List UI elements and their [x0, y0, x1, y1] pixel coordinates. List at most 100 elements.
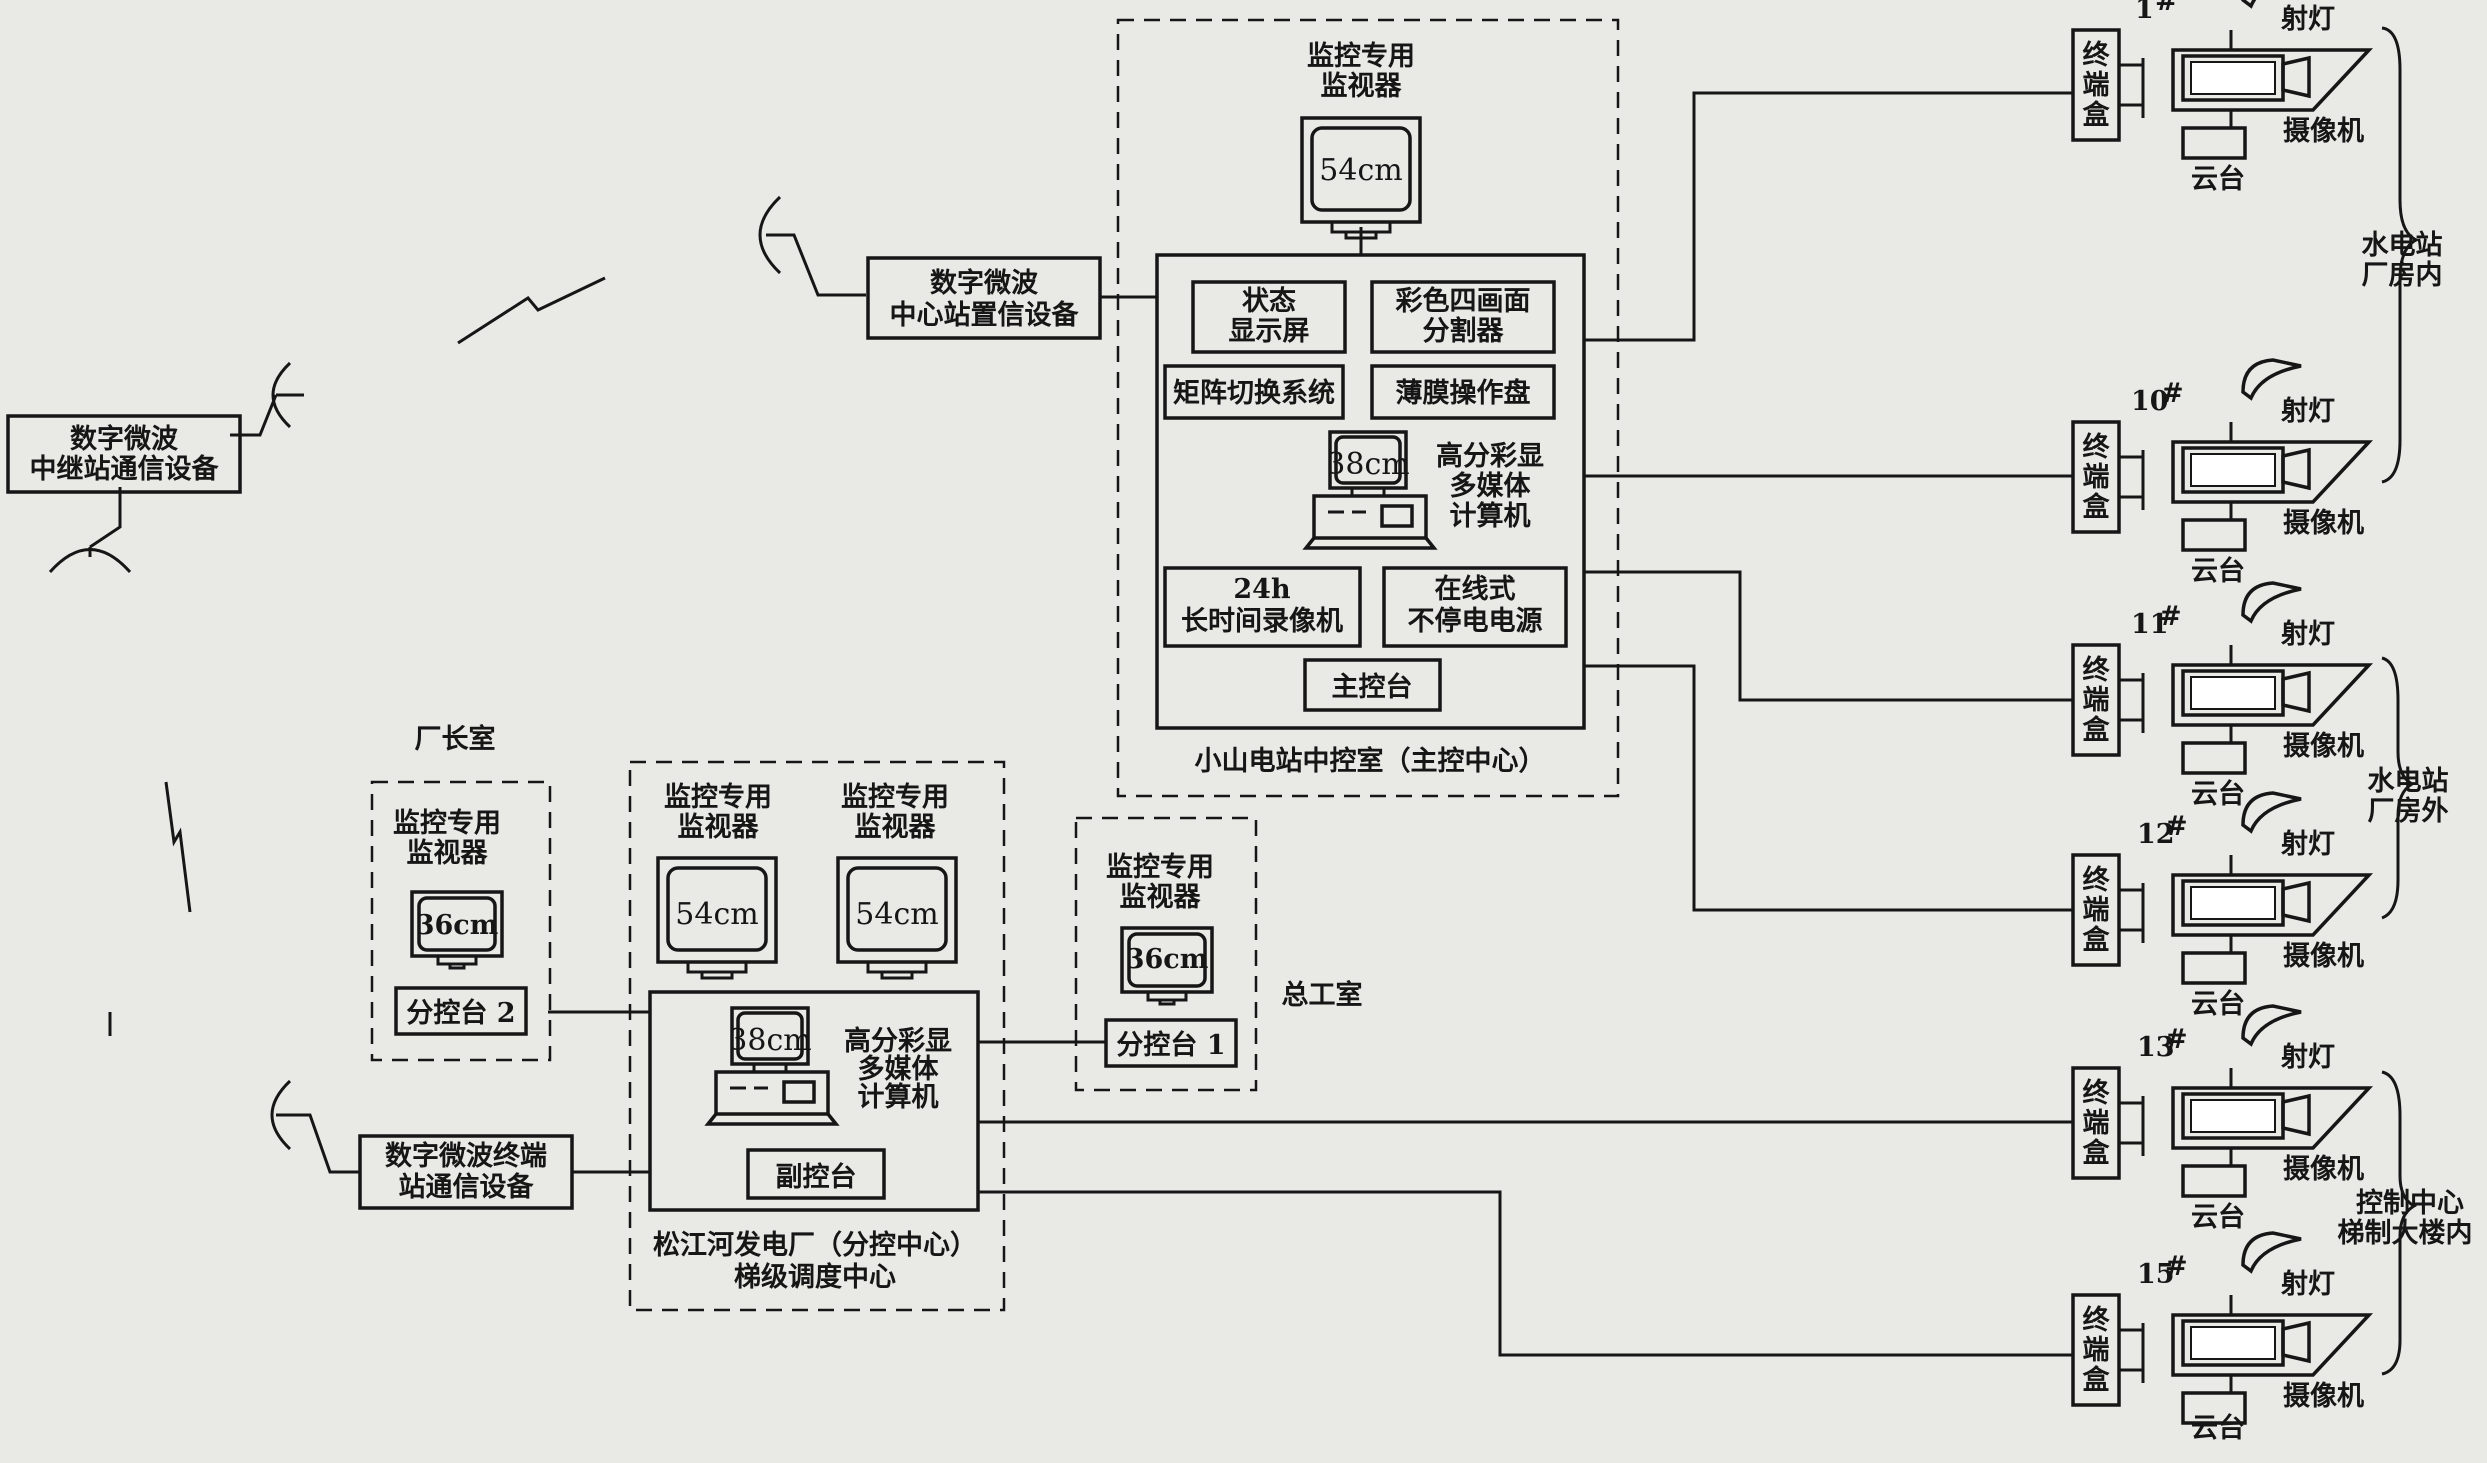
chief-monitor-title-1: 监控专用: [1106, 852, 1214, 883]
quad-splitter-2: 分割器: [1423, 315, 1505, 347]
main-console: 主控台: [1332, 671, 1413, 703]
ups-1: 在线式: [1435, 574, 1516, 605]
status-display-2: 显示屏: [1229, 316, 1310, 347]
terminal-box-12a: 终: [2083, 864, 2111, 896]
chief-monitor-title-2: 监视器: [1120, 882, 1202, 913]
wireless-link-left: [164, 781, 192, 913]
relay-station-1: 数字微波: [70, 423, 179, 455]
main-monitor-title-2: 监视器: [1321, 71, 1403, 102]
spotlight-12: 射灯: [2280, 829, 2335, 860]
spotlight-10: 射灯: [2280, 396, 2335, 427]
terminal-box-10a: 终: [2083, 431, 2111, 463]
camera-station-1: 终 端 盒 1 # 射灯 摄像机 云台: [2071, 0, 2371, 195]
director-console: 分控台 2: [406, 997, 515, 1029]
brace-indoor: [2381, 26, 2420, 484]
chief-console: 分控台 1: [1116, 1029, 1225, 1061]
recorder-2: 长时间录像机: [1181, 606, 1343, 637]
zone-indoor-2: 厂房内: [2362, 260, 2443, 291]
main-monitor-title-1: 监控专用: [1307, 41, 1415, 72]
microwave-stations: 数字微波 中心站置信设备 数字微波 中继站通信设备 数字微波终端 站通信设备: [6, 256, 1102, 1210]
main-monitor-size: 54cm: [1319, 153, 1402, 188]
camera-stations: 终 端 盒 1 # 射灯 摄像机 云台 终 端 盒 10 # 射灯 摄像机 云台…: [2071, 0, 2371, 1444]
camera-mark-15: #: [2165, 1251, 2188, 1282]
zone-outdoor-2: 厂房外: [2368, 796, 2449, 827]
pan-tilt-11: 云台: [2191, 778, 2245, 810]
terminal-box-10c: 盒: [2083, 491, 2111, 523]
camera-mark-1: #: [2155, 0, 2178, 17]
camera-mark-10: #: [2161, 378, 2184, 409]
director-room-label: 厂长室: [415, 723, 496, 755]
zone-labels: 水电站 厂房内 水电站 厂房外 控制中心 梯制大楼内: [2338, 26, 2473, 1376]
sub-center-label-1: 松江河发电厂（分控中心）: [653, 1229, 977, 1261]
camera-label-10: 摄像机: [2283, 508, 2364, 539]
pan-tilt-10: 云台: [2191, 555, 2245, 587]
terminal-box-12b: 端: [2083, 895, 2110, 926]
terminal-box-15c: 盒: [2083, 1364, 2111, 1396]
camera-id-13: 13: [2137, 1032, 2175, 1063]
camera-station-10: 终 端 盒 10 # 射灯 摄像机 云台: [2071, 358, 2371, 587]
camera-id-11: 11: [2131, 609, 2169, 640]
sub-monitor-a-size: 54cm: [675, 897, 758, 932]
center-antenna: [758, 195, 866, 297]
pan-tilt-1: 云台: [2191, 163, 2245, 195]
terminal-box-15a: 终: [2083, 1304, 2111, 1336]
camera-station-15: 终 端 盒 15 # 射灯 摄像机 云台: [2071, 1231, 2371, 1444]
camera-label-12: 摄像机: [2283, 941, 2364, 972]
main-center-label: 小山电站中控室（主控中心）: [1195, 745, 1546, 777]
terminal-box-1c: 盒: [2083, 99, 2111, 131]
camera-id-15: 15: [2137, 1259, 2175, 1290]
zone-indoor-1: 水电站: [2362, 230, 2443, 261]
spotlight-1: 射灯: [2280, 4, 2335, 35]
brace-control-building: [2381, 1070, 2418, 1376]
zone-control-2: 梯制大楼内: [2338, 1218, 2473, 1249]
terminal-station-2: 站通信设备: [399, 1172, 535, 1203]
spotlight-13: 射灯: [2280, 1042, 2335, 1073]
membrane-panel: 薄膜操作盘: [1396, 377, 1531, 409]
zone-control-1: 控制中心: [2356, 1188, 2464, 1219]
camera-mark-13: #: [2165, 1024, 2188, 1055]
pan-tilt-12: 云台: [2191, 988, 2245, 1020]
terminal-box-13a: 终: [2083, 1077, 2111, 1109]
chief-room-label: 总工室: [1282, 979, 1363, 1011]
connection-lines: [108, 91, 2073, 1357]
camera-label-15: 摄像机: [2283, 1381, 2364, 1412]
chief-engineer-room: 监控专用 监视器 36cm 分控台 1 总工室: [1074, 816, 1363, 1092]
matrix-switch: 矩阵切换系统: [1173, 377, 1335, 409]
main-computer-label-3: 计算机: [1450, 500, 1531, 532]
terminal-antenna: [270, 1079, 360, 1174]
terminal-box-13c: 盒: [2083, 1137, 2111, 1169]
pan-tilt-13: 云台: [2191, 1201, 2245, 1233]
zone-outdoor-1: 水电站: [2368, 766, 2449, 797]
terminal-box-10b: 端: [2083, 462, 2110, 493]
wireless-link-top: [457, 276, 606, 345]
terminal-box-1b: 端: [2083, 70, 2110, 101]
main-control-center: 监控专用 监视器 54cm 状态 显示屏 彩色四画面 分割器 矩阵切换系统 薄膜…: [1116, 18, 1620, 798]
camera-label-11: 摄像机: [2283, 731, 2364, 762]
terminal-box-11b: 端: [2083, 685, 2110, 716]
microwave-links: [48, 195, 866, 1174]
sub-computer-label-3: 计算机: [858, 1081, 939, 1113]
recorder-1: 24h: [1233, 574, 1291, 605]
center-station-1: 数字微波: [930, 267, 1039, 299]
sub-computer-size: 38cm: [728, 1023, 811, 1058]
spotlight-15: 射灯: [2280, 1269, 2335, 1300]
main-computer-label-2: 多媒体: [1450, 470, 1532, 502]
sub-computer-label-2: 多媒体: [858, 1053, 940, 1085]
brace-outdoor: [2381, 656, 2416, 920]
terminal-box-11c: 盒: [2083, 714, 2111, 746]
pan-tilt-15: 云台: [2191, 1412, 2245, 1444]
sub-monitor-a-title-1: 监控专用: [664, 782, 772, 813]
main-computer-size: 38cm: [1326, 447, 1409, 482]
camera-station-12: 终 端 盒 12 # 射灯 摄像机 云台: [2071, 791, 2371, 1020]
camera-label-1: 摄像机: [2283, 116, 2364, 147]
terminal-box-13b: 端: [2083, 1108, 2110, 1139]
director-room: 厂长室 监控专用 监视器 36cm 分控台 2: [370, 723, 552, 1062]
camera-station-13: 终 端 盒 13 # 射灯 摄像机 云台: [2071, 1004, 2371, 1233]
status-display-1: 状态: [1242, 286, 1296, 317]
camera-mark-12: #: [2165, 811, 2188, 842]
sub-monitor-b-size: 54cm: [855, 897, 938, 932]
deputy-console: 副控台: [776, 1161, 857, 1193]
director-monitor-title-1: 监控专用: [393, 808, 501, 839]
